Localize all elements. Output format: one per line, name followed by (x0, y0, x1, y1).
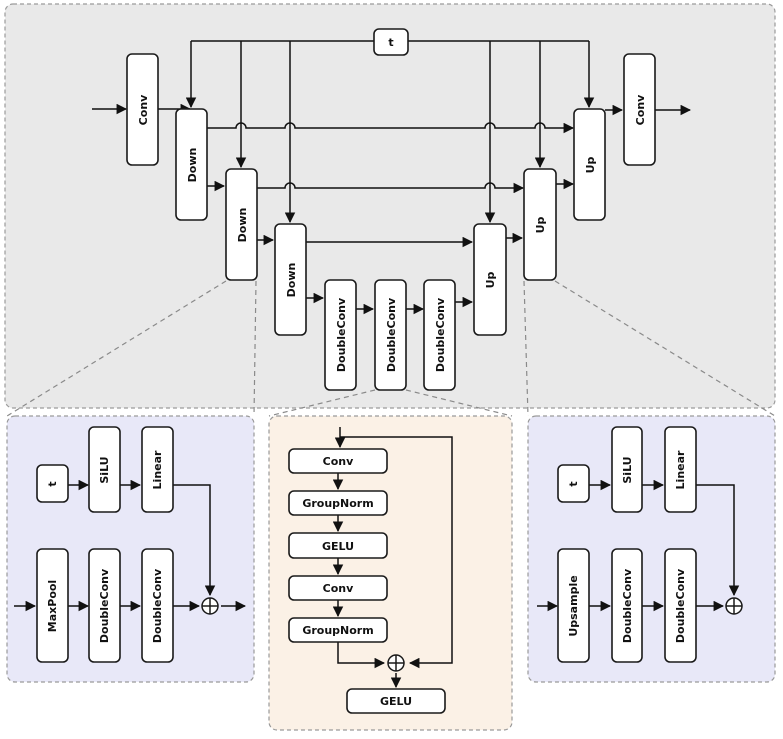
time-input-label: t (388, 36, 393, 49)
down-detail-silu-label: SiLU (98, 456, 111, 483)
up-detail-silu-label: SiLU (621, 456, 634, 483)
down-detail-silu-block: SiLU (88, 426, 121, 513)
down-block-3-label: Down (285, 263, 298, 298)
doubleconv-layer-gelu-label: GELU (322, 540, 354, 553)
up-detail-t-label: t (567, 481, 580, 486)
up-block-2-label: Up (534, 216, 547, 233)
doubleconv-residual-add-icon (387, 654, 405, 672)
conv-out-label: Conv (634, 94, 647, 125)
down-detail-t-label: t (46, 481, 59, 486)
down-block-3: Down (274, 223, 307, 336)
down-detail-doubleconv-a-block: DoubleConv (88, 548, 121, 663)
time-embedding-node: t (373, 28, 409, 56)
doubleconv-detail-wires (332, 427, 453, 689)
up-detail-doubleconv-a-label: DoubleConv (621, 568, 634, 643)
main-unet-panel (4, 3, 776, 409)
up-detail-doubleconv-a-block: DoubleConv (611, 548, 643, 663)
up-detail-upsample-block: Upsample (557, 548, 590, 663)
down-detail-t-node: t (36, 464, 69, 503)
doubleconv-layer-groupnorm-2: GroupNorm (288, 617, 388, 643)
doubleconv-layer-conv-2-label: Conv (323, 582, 354, 595)
up-detail-linear-block: Linear (664, 426, 697, 513)
down-block-2-label: Down (236, 208, 249, 243)
down-detail-linear-block: Linear (141, 426, 174, 513)
up-detail-doubleconv-b-block: DoubleConv (664, 548, 697, 663)
up-detail-doubleconv-b-label: DoubleConv (674, 568, 687, 643)
up-detail-linear-label: Linear (674, 450, 687, 489)
down-detail-doubleconv-b-block: DoubleConv (141, 548, 174, 663)
conv-in-block: Conv (126, 53, 159, 166)
doubleconv-layer-conv-1-label: Conv (323, 455, 354, 468)
down-detail-maxpool-label: MaxPool (46, 580, 59, 632)
up-detail-add-icon (725, 597, 743, 615)
down-detail-maxpool-block: MaxPool (36, 548, 69, 663)
down-detail-linear-label: Linear (151, 450, 164, 489)
up-block-3: Up (573, 108, 606, 221)
doubleconv-layer-gelu: GELU (288, 532, 388, 559)
up-detail-upsample-label: Upsample (567, 575, 580, 636)
bottleneck-doubleconv-3-label: DoubleConv (434, 297, 447, 372)
down-detail-doubleconv-a-label: DoubleConv (98, 568, 111, 643)
doubleconv-layer-groupnorm-1-label: GroupNorm (302, 497, 373, 510)
down-block-1: Down (175, 108, 208, 221)
doubleconv-layer-groupnorm-1: GroupNorm (288, 490, 388, 516)
doubleconv-layer-groupnorm-2-label: GroupNorm (302, 624, 373, 637)
down-block-1-label: Down (186, 148, 199, 183)
down-block-2: Down (225, 168, 258, 281)
up-block-1: Up (473, 223, 507, 336)
up-block-3-label: Up (584, 156, 597, 173)
down-detail-add-icon (201, 597, 219, 615)
down-detail-doubleconv-b-label: DoubleConv (151, 568, 164, 643)
doubleconv-output-gelu-label: GELU (380, 695, 412, 708)
bottleneck-doubleconv-2-label: DoubleConv (385, 297, 398, 372)
up-detail-silu-block: SiLU (611, 426, 643, 513)
up-block-2: Up (523, 168, 557, 281)
zoom-guides (6, 280, 776, 417)
bottleneck-doubleconv-1: DoubleConv (324, 279, 357, 391)
main-connections (92, 40, 692, 315)
bottleneck-doubleconv-2: DoubleConv (374, 279, 407, 391)
doubleconv-output-gelu: GELU (346, 688, 446, 714)
up-block-1-label: Up (484, 271, 497, 288)
bottleneck-doubleconv-3: DoubleConv (423, 279, 456, 391)
bottleneck-doubleconv-1-label: DoubleConv (335, 297, 348, 372)
conv-in-label: Conv (137, 94, 150, 125)
doubleconv-layer-conv-2: Conv (288, 575, 388, 601)
up-detail-t-node: t (557, 464, 590, 503)
doubleconv-layer-conv-1: Conv (288, 448, 388, 474)
up-detail-wires (537, 479, 740, 612)
conv-out-block: Conv (623, 53, 656, 166)
down-detail-wires (14, 479, 247, 612)
